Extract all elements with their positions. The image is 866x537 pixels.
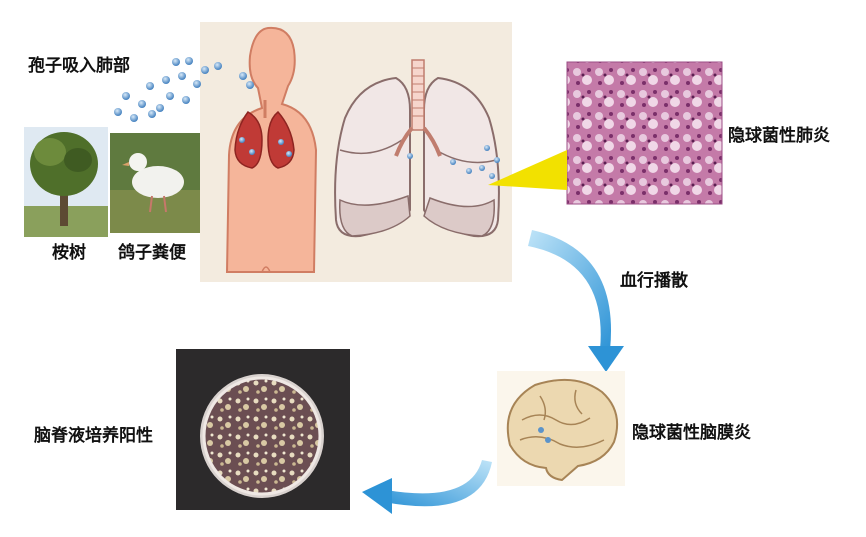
label-pigeon-droppings: 鸽子粪便: [118, 243, 186, 263]
label-hematogenous-spread: 血行播散: [620, 271, 688, 291]
label-pneumonia: 隐球菌性肺炎: [728, 126, 830, 146]
label-spore-inhalation: 孢子吸入肺部: [28, 56, 130, 76]
lung-illustration: [334, 59, 500, 238]
pigeon-photo: [110, 133, 200, 233]
left-lung: [234, 111, 263, 169]
csf-culture-dish-photo: [176, 349, 350, 510]
arrow-to-culture: [362, 460, 492, 514]
brain-illustration: [497, 371, 625, 486]
zoom-pointer: [488, 150, 567, 190]
label-csf-culture-positive: 脑脊液培养阳性: [34, 426, 153, 446]
eucalyptus-tree-photo: [24, 127, 108, 237]
lung-histology-image: [567, 62, 722, 204]
inhaled-spores: [114, 57, 500, 179]
label-meningitis: 隐球菌性脑膜炎: [632, 423, 751, 443]
label-eucalyptus: 桉树: [52, 243, 86, 263]
spread-arrow-to-brain: [528, 230, 624, 372]
